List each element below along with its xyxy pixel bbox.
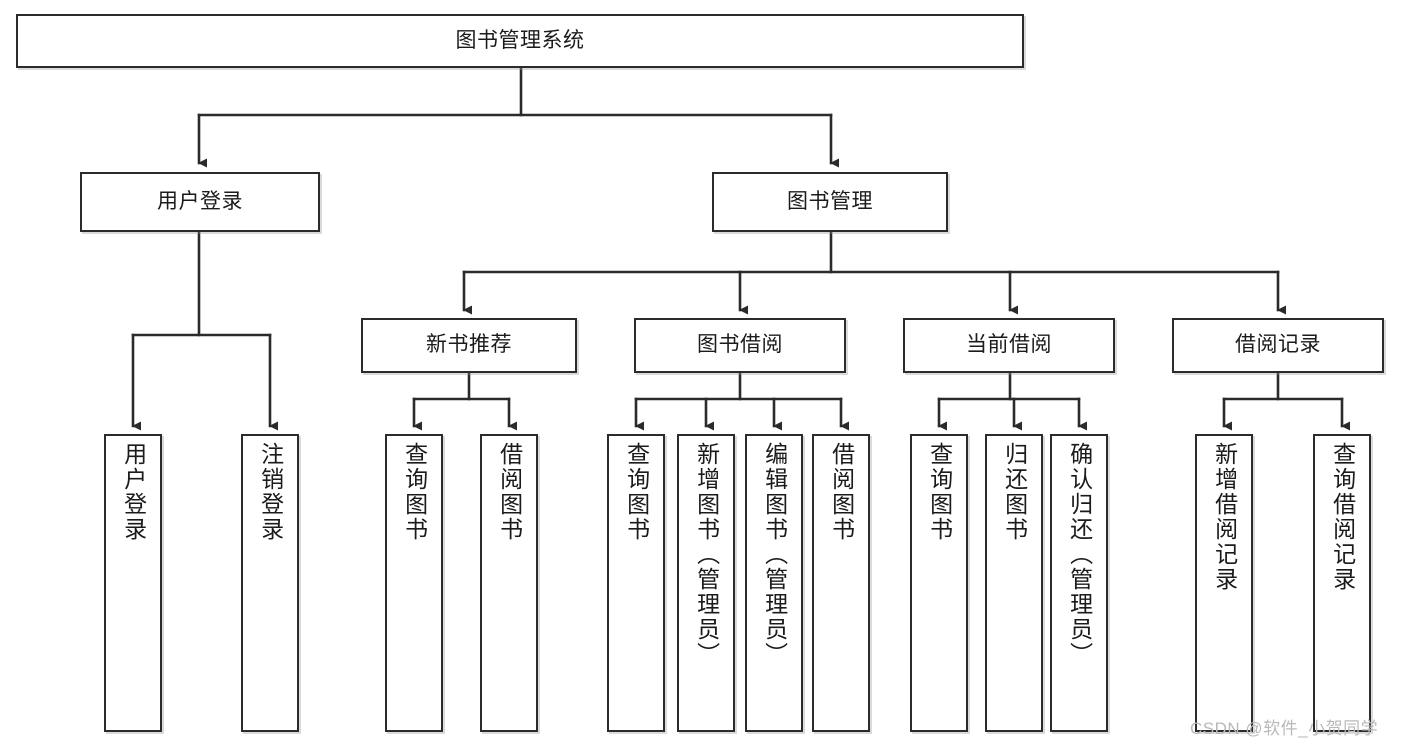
node-user-login-label: 用户登录 (157, 189, 243, 213)
node-current-borrow-label: 当前借阅 (966, 333, 1052, 357)
node-root-label: 图书管理系统 (455, 28, 585, 52)
node-borrow-record[interactable]: 借阅记录 (1172, 318, 1384, 373)
node-leaf-add-record[interactable]: 新增借阅记录 (1195, 434, 1253, 732)
node-leaf-query-book-1-label: 查询图书 (401, 442, 428, 542)
node-leaf-query-book-3-label: 查询图书 (926, 442, 953, 542)
node-leaf-user-login-label: 用户登录 (120, 442, 147, 542)
node-leaf-query-book-2-label: 查询图书 (623, 442, 650, 542)
node-leaf-confirm-return[interactable]: 确认归还（管理员） (1050, 434, 1108, 732)
node-leaf-query-book-2[interactable]: 查询图书 (607, 434, 665, 732)
node-leaf-confirm-return-label: 确认归还（管理员） (1066, 442, 1093, 667)
node-leaf-return-book-label: 归还图书 (1001, 442, 1028, 542)
node-leaf-logout-login[interactable]: 注销登录 (241, 434, 299, 732)
node-book-borrow[interactable]: 图书借阅 (634, 318, 846, 373)
node-leaf-edit-book[interactable]: 编辑图书（管理员） (745, 434, 803, 732)
node-leaf-add-book[interactable]: 新增图书（管理员） (677, 434, 735, 732)
node-new-book-recommend[interactable]: 新书推荐 (361, 318, 577, 373)
node-leaf-borrow-book-2[interactable]: 借阅图书 (812, 434, 870, 732)
node-leaf-add-record-label: 新增借阅记录 (1211, 442, 1238, 592)
node-leaf-query-record-label: 查询借阅记录 (1329, 442, 1356, 592)
node-book-management[interactable]: 图书管理 (712, 172, 948, 232)
csdn-watermark: CSDN @软件_小贺同学 (1190, 719, 1379, 738)
node-book-management-label: 图书管理 (787, 189, 873, 213)
node-user-login[interactable]: 用户登录 (80, 172, 320, 232)
node-leaf-borrow-book-2-label: 借阅图书 (828, 442, 855, 542)
node-leaf-edit-book-label: 编辑图书（管理员） (761, 442, 788, 667)
node-new-book-recommend-label: 新书推荐 (426, 333, 512, 357)
node-root[interactable]: 图书管理系统 (16, 14, 1024, 68)
node-book-borrow-label: 图书借阅 (697, 333, 783, 357)
node-leaf-query-book-3[interactable]: 查询图书 (910, 434, 968, 732)
node-leaf-query-record[interactable]: 查询借阅记录 (1313, 434, 1371, 732)
node-leaf-query-book-1[interactable]: 查询图书 (385, 434, 443, 732)
node-leaf-user-login[interactable]: 用户登录 (104, 434, 162, 732)
node-leaf-logout-login-label: 注销登录 (257, 442, 284, 542)
node-leaf-borrow-book-1-label: 借阅图书 (496, 442, 523, 542)
node-leaf-add-book-label: 新增图书（管理员） (693, 442, 720, 667)
node-leaf-borrow-book-1[interactable]: 借阅图书 (480, 434, 538, 732)
node-leaf-return-book[interactable]: 归还图书 (985, 434, 1043, 732)
node-current-borrow[interactable]: 当前借阅 (903, 318, 1115, 373)
node-borrow-record-label: 借阅记录 (1235, 333, 1321, 357)
